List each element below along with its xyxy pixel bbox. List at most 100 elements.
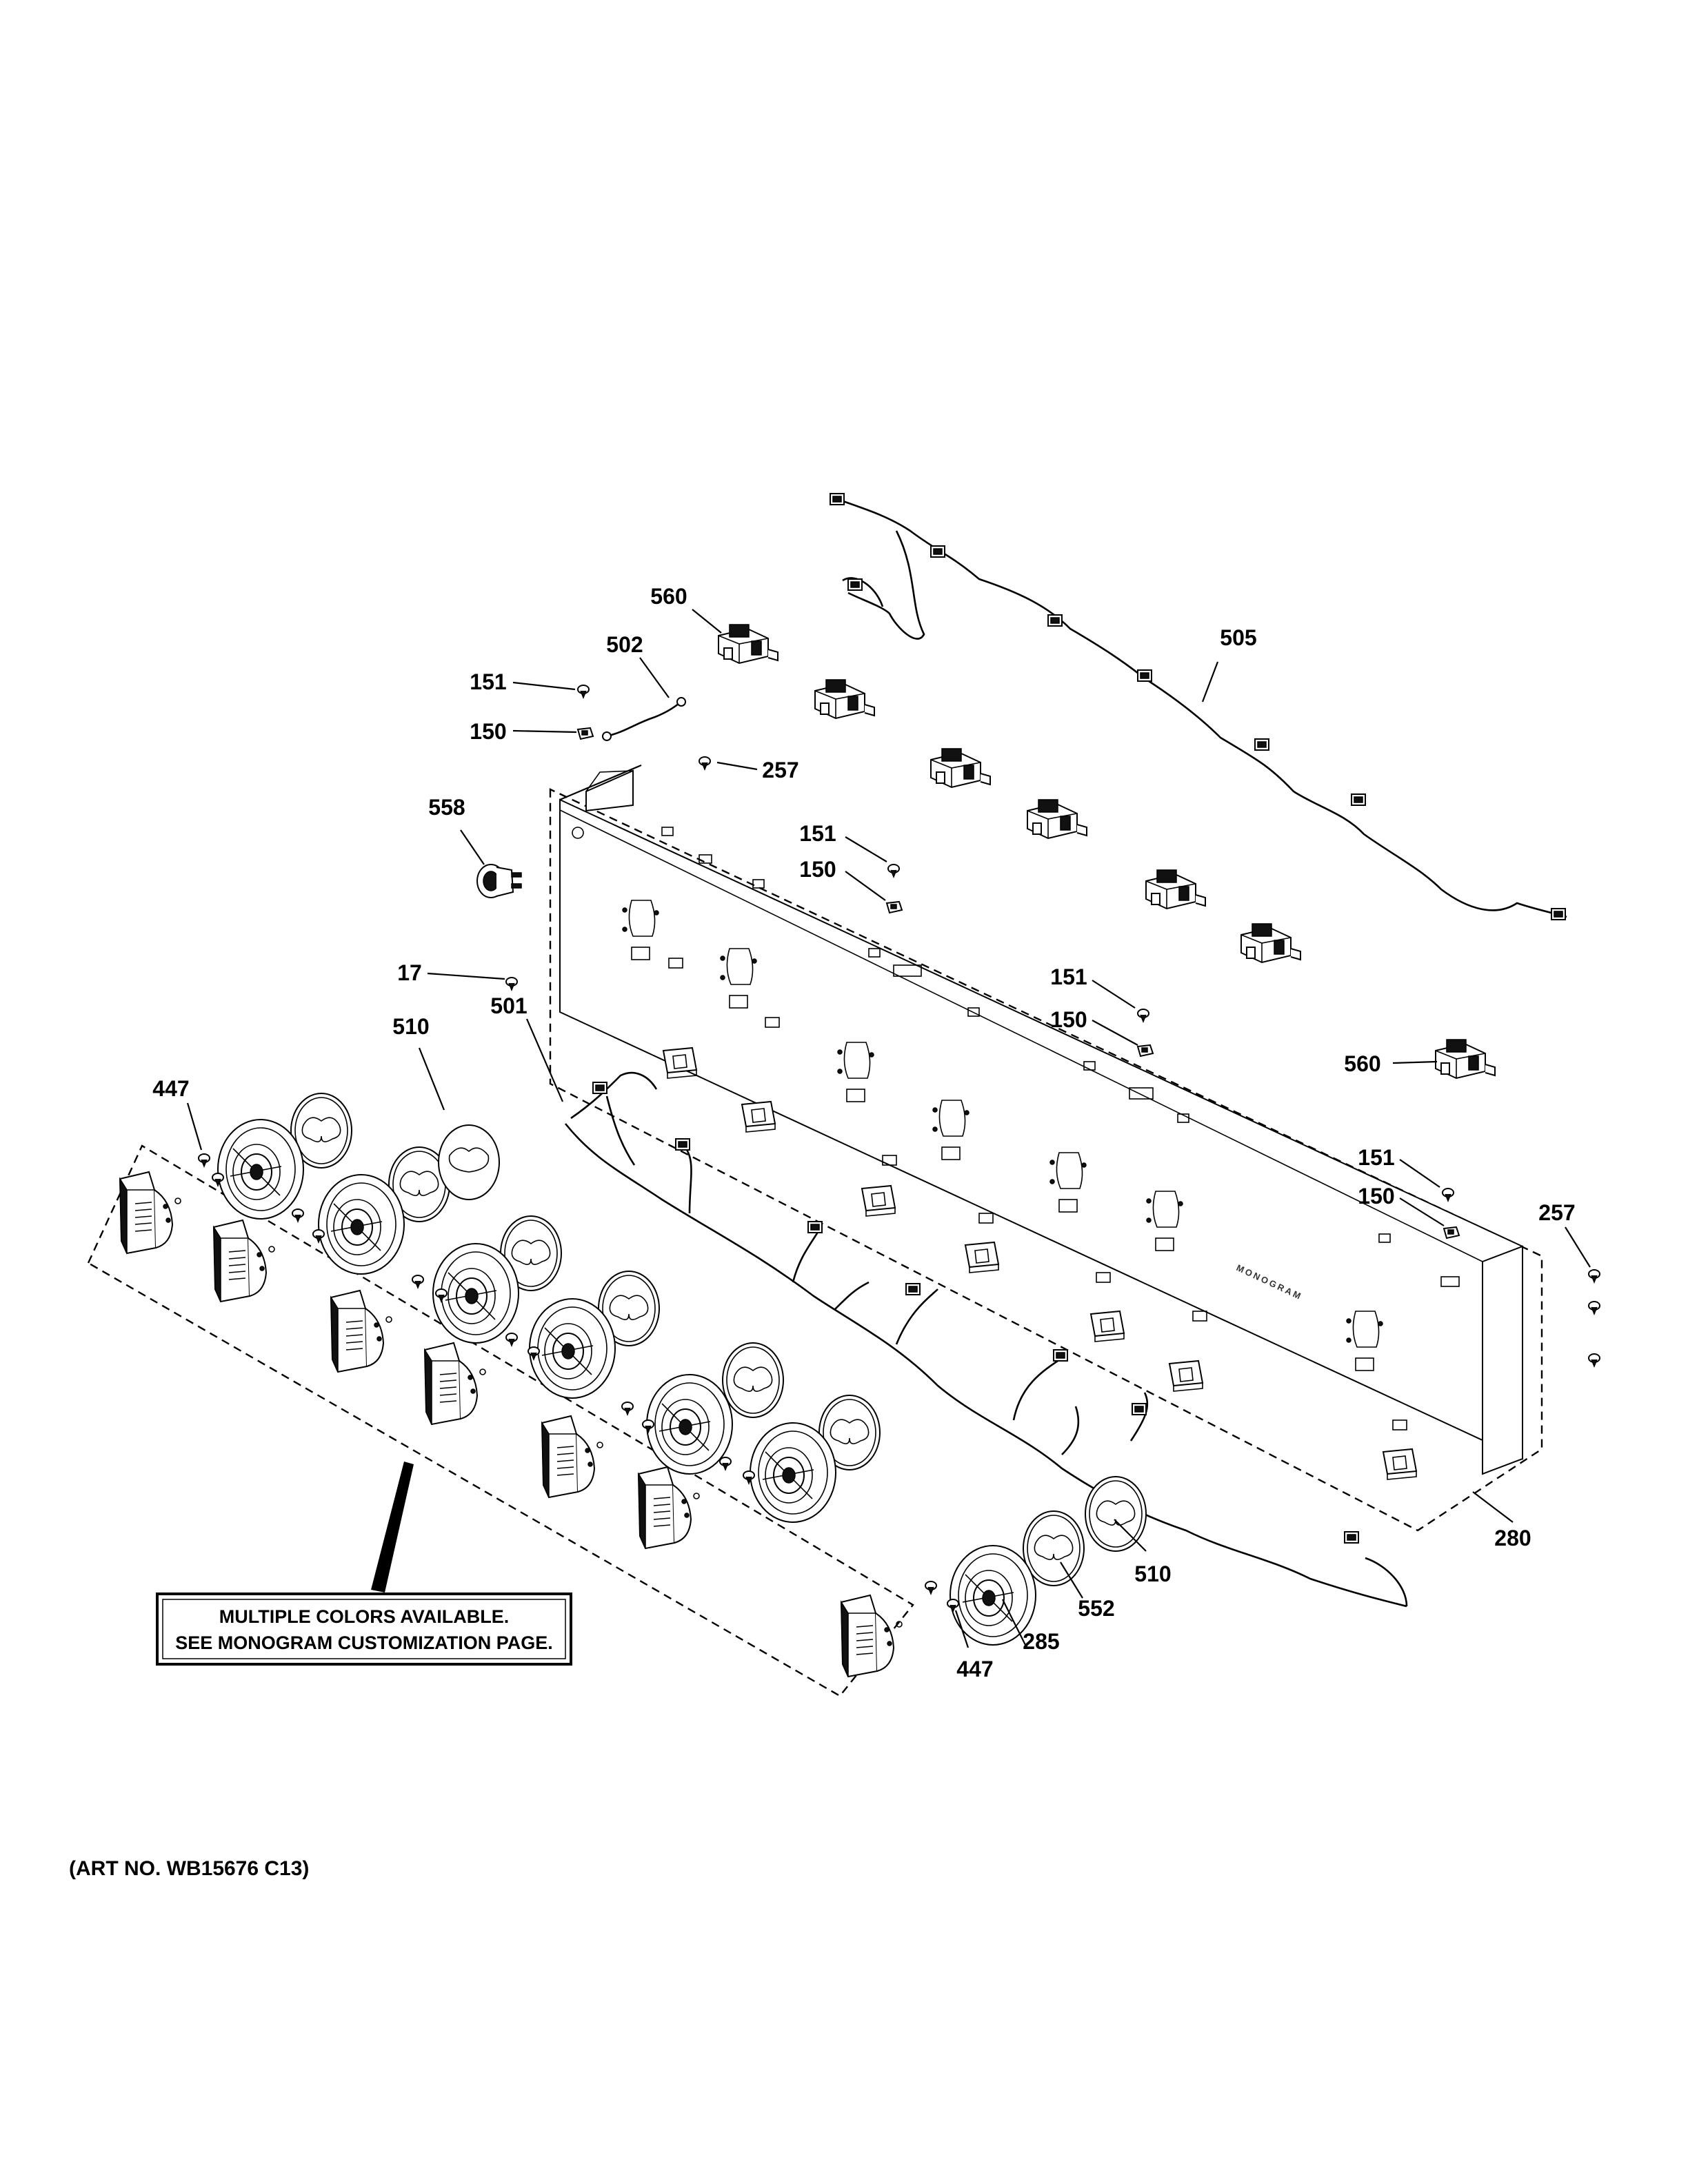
screw-447: [719, 1457, 732, 1470]
knob-skirt: [750, 1422, 836, 1523]
callout-150: 150: [470, 719, 506, 744]
callout-502: 502: [606, 632, 643, 657]
screw-257: [1588, 1301, 1600, 1315]
callout-151: 151: [799, 821, 836, 846]
harness-connector: [1344, 1531, 1359, 1544]
screw-151: [577, 685, 590, 698]
callout-257: 257: [1538, 1200, 1575, 1225]
infinite-switch: [1240, 923, 1301, 963]
harness-connector: [905, 1283, 921, 1295]
callout-151: 151: [470, 669, 506, 694]
callout-501: 501: [490, 993, 527, 1018]
clip-nut-150: [886, 901, 903, 913]
knob-skirt: [217, 1119, 304, 1220]
knob-skirts-and-discs: [217, 1093, 1147, 1646]
screw-447: [412, 1275, 424, 1288]
callout-510: 510: [392, 1014, 429, 1039]
panel-bracket: [861, 1185, 896, 1217]
callout-150: 150: [799, 857, 836, 882]
screw-447: [292, 1209, 304, 1222]
harness-connector: [1053, 1349, 1068, 1362]
note-line-1: MULTIPLE COLORS AVAILABLE.: [219, 1606, 509, 1627]
screw-257: [1588, 1269, 1600, 1283]
callout-560: 560: [1344, 1051, 1380, 1076]
panel-bracket: [741, 1101, 776, 1133]
harness-connector: [675, 1138, 690, 1151]
callout-280: 280: [1494, 1526, 1531, 1550]
knob-skirt: [318, 1174, 405, 1275]
clip-nut-150: [577, 727, 594, 740]
clip-nut-150: [1137, 1044, 1154, 1057]
panel-bracket: [1090, 1311, 1125, 1342]
callout-150: 150: [1050, 1007, 1087, 1032]
infinite-switch: [930, 748, 991, 788]
callout-150: 150: [1358, 1184, 1394, 1209]
screw-447: [505, 1333, 518, 1346]
harness-connector: [1551, 908, 1566, 920]
callout-510: 510: [1134, 1561, 1171, 1586]
panel-bracket: [1383, 1448, 1417, 1480]
harness-connector: [847, 578, 863, 591]
callout-labels: 560 502 151 150 257 558 505 151 150 17 1…: [152, 584, 1575, 1681]
infinite-switch: [814, 679, 875, 719]
infinite-switch: [1435, 1039, 1496, 1079]
callout-17: 17: [397, 960, 422, 985]
knob-handle: [213, 1220, 275, 1302]
harness-connector: [1132, 1403, 1147, 1415]
art-number: (ART NO. WB15676 C13): [69, 1857, 309, 1880]
screw-447: [925, 1581, 937, 1595]
harness-connector: [930, 545, 945, 558]
knob-handle: [424, 1342, 486, 1425]
screw-151: [1137, 1009, 1149, 1022]
screw-151: [1442, 1188, 1454, 1202]
trim-disc: [722, 1342, 784, 1418]
panel-bracket: [1169, 1360, 1203, 1392]
callout-447: 447: [152, 1076, 189, 1101]
infinite-switch: [1027, 799, 1087, 839]
screw-447: [621, 1402, 634, 1415]
harness-connector: [1351, 793, 1366, 806]
screw-257: [699, 756, 711, 770]
panel-bracket: [965, 1242, 999, 1273]
infinite-switch: [1145, 869, 1206, 909]
knob-handle: [119, 1171, 181, 1254]
callout-505: 505: [1220, 625, 1256, 650]
screw-257: [1588, 1353, 1600, 1367]
harness-connector: [830, 493, 845, 505]
ground-wire-502: [602, 697, 686, 741]
harness-connector: [592, 1082, 607, 1094]
screw-151: [887, 864, 900, 878]
callout-151: 151: [1050, 964, 1087, 989]
callout-552: 552: [1078, 1596, 1114, 1621]
control-panel-assembly: MONOGRAM: [549, 764, 1543, 1532]
callout-151: 151: [1358, 1145, 1394, 1170]
callout-558: 558: [428, 795, 465, 820]
wire-harness-505: [830, 493, 1567, 920]
callout-285: 285: [1023, 1629, 1059, 1654]
note-line-2: SEE MONOGRAM CUSTOMIZATION PAGE.: [175, 1632, 553, 1653]
harness-connector: [807, 1221, 823, 1233]
screw-17: [505, 977, 518, 991]
knob-skirt: [646, 1374, 733, 1475]
indicator-light-558: [476, 864, 522, 898]
callout-447: 447: [956, 1657, 993, 1681]
knob-skirt: [529, 1298, 616, 1399]
callout-560: 560: [650, 584, 687, 609]
harness-connector: [1137, 669, 1152, 682]
knob-handle: [541, 1415, 603, 1498]
solid-trim-disc: [438, 1124, 500, 1200]
trim-disc: [1085, 1476, 1147, 1552]
screw-447: [198, 1153, 210, 1167]
knob-handles-group: [87, 1144, 914, 1697]
callout-257: 257: [762, 758, 798, 782]
knob-handle: [638, 1466, 700, 1549]
wire-harness-501: [564, 1071, 1408, 1608]
leader-lines: [186, 609, 1591, 1648]
knob-handle: [841, 1595, 903, 1677]
customization-note: MULTIPLE COLORS AVAILABLE. SEE MONOGRAM …: [156, 1593, 572, 1666]
infinite-switch: [718, 624, 778, 664]
clip-nut-150: [1443, 1226, 1460, 1239]
harness-connector: [1047, 614, 1063, 627]
harness-connector: [1254, 738, 1269, 751]
